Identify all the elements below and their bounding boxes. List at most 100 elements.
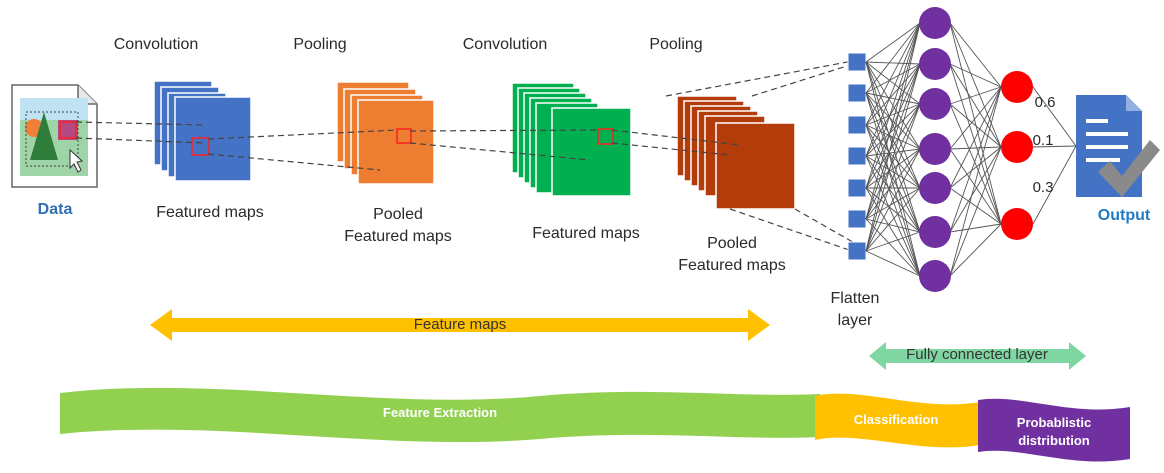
fc-edge	[949, 22, 1002, 148]
fc-edge	[865, 22, 921, 220]
flatten-unit	[847, 83, 867, 103]
fc-edge	[865, 187, 921, 233]
fc-edge	[865, 250, 921, 277]
fc-edge	[949, 86, 1002, 150]
fc-edge	[865, 148, 921, 189]
output-label: Output	[1097, 207, 1151, 224]
fc-edge	[865, 103, 921, 126]
fc-edge	[865, 22, 921, 157]
fc-edge	[865, 22, 921, 94]
output-prob-2: 0.1	[1032, 132, 1054, 149]
feature-maps-range-label: Feature maps	[413, 316, 507, 333]
hidden-layer	[919, 7, 951, 292]
probabilistic-distribution-banner	[978, 398, 1130, 462]
output-node	[1001, 131, 1033, 163]
fc-edge	[949, 63, 1002, 148]
probabilistic-distribution-label-line2: distribution	[1018, 433, 1090, 448]
output-prob-3: 0.3	[1032, 179, 1054, 196]
receptive-field-lines	[75, 59, 859, 253]
fc-edge	[865, 103, 921, 252]
fc-edge	[949, 22, 1002, 88]
pooled-featured-maps-1-label-line1: Pooled	[373, 206, 423, 223]
fc-edge	[949, 63, 1002, 225]
fc-edge	[865, 22, 921, 252]
feature-extraction-banner	[60, 387, 820, 443]
classification-label: Classification	[853, 412, 939, 427]
fc-edge	[949, 86, 1002, 277]
fc-edge	[865, 63, 921, 126]
fc-edge	[865, 22, 921, 126]
conv2-feature-maps	[511, 82, 632, 197]
flatten-layer-label-line2: layer	[837, 312, 873, 329]
flatten-unit	[847, 115, 867, 135]
fc-edge	[949, 103, 1002, 148]
pooled-featured-maps-2-label-line1: Pooled	[707, 235, 757, 252]
fc-edge	[949, 63, 1002, 88]
fc-edge	[865, 187, 921, 277]
fc-edge	[865, 148, 921, 157]
flatten-unit	[847, 52, 867, 72]
flatten-unit	[847, 241, 867, 261]
fc-edge	[865, 61, 921, 65]
hidden-node	[919, 88, 951, 120]
pooled-featured-maps-2-label-line2: Featured maps	[678, 257, 786, 274]
fc-edge	[949, 103, 1002, 225]
flatten-unit	[847, 178, 867, 198]
hidden-node	[919, 7, 951, 39]
output-node	[1001, 71, 1033, 103]
data-label: Data	[37, 201, 73, 218]
output-prob-1: 0.6	[1034, 94, 1056, 111]
hidden-node	[919, 216, 951, 248]
pool1-stage-label: Pooling	[293, 36, 347, 53]
flatten-layer	[847, 52, 867, 261]
fc-edge	[865, 103, 921, 157]
fc-edge	[865, 61, 921, 233]
fc-edge	[949, 146, 1002, 189]
fc-edge	[949, 223, 1002, 277]
feature-maps-range-arrow	[150, 309, 770, 341]
fc-edge	[865, 61, 921, 105]
fc-edge	[865, 155, 921, 277]
output-connector	[1032, 145, 1077, 225]
fc-edge	[865, 148, 921, 252]
fc-edge	[949, 86, 1002, 189]
output-node	[1001, 208, 1033, 240]
pool2-feature-maps	[676, 95, 796, 210]
fc-edge	[949, 22, 1002, 225]
hidden-node	[919, 260, 951, 292]
fc-edge	[865, 187, 921, 252]
featured-maps-1-label: Featured maps	[156, 204, 264, 221]
featured-maps-2-label: Featured maps	[532, 225, 640, 242]
fc-edge	[949, 86, 1002, 105]
fc-edge	[949, 146, 1002, 233]
pooled-featured-maps-1-label-line2: Featured maps	[344, 228, 452, 245]
hidden-node	[919, 172, 951, 204]
fc-edge	[949, 148, 1002, 225]
fc-edge	[949, 223, 1002, 233]
conv1-stage-label: Convolution	[113, 36, 199, 53]
flatten-layer-label-line1: Flatten	[830, 290, 880, 307]
feature-extraction-label: Feature Extraction	[382, 405, 498, 420]
fc-edge	[865, 218, 921, 277]
fc-edges	[865, 22, 1002, 277]
fc-edge	[949, 187, 1002, 225]
fc-edge	[865, 22, 921, 63]
output-connector	[1032, 145, 1077, 148]
hidden-node	[919, 133, 951, 165]
output-connector	[1032, 86, 1077, 147]
fully-connected-range-arrow	[869, 342, 1086, 370]
fc-edge	[949, 146, 1002, 150]
data-image-icon	[11, 84, 98, 188]
fc-edge	[865, 103, 921, 220]
fc-edge	[949, 146, 1002, 277]
fc-edge	[865, 63, 921, 94]
probabilistic-distribution-label-line1: Probablistic	[1016, 415, 1092, 430]
output-layer	[1001, 71, 1033, 240]
fc-edge	[865, 231, 921, 252]
fc-edge	[865, 63, 921, 252]
conv2-stage-label: Convolution	[462, 36, 548, 53]
pool1-feature-maps	[336, 81, 435, 185]
hidden-node	[919, 48, 951, 80]
